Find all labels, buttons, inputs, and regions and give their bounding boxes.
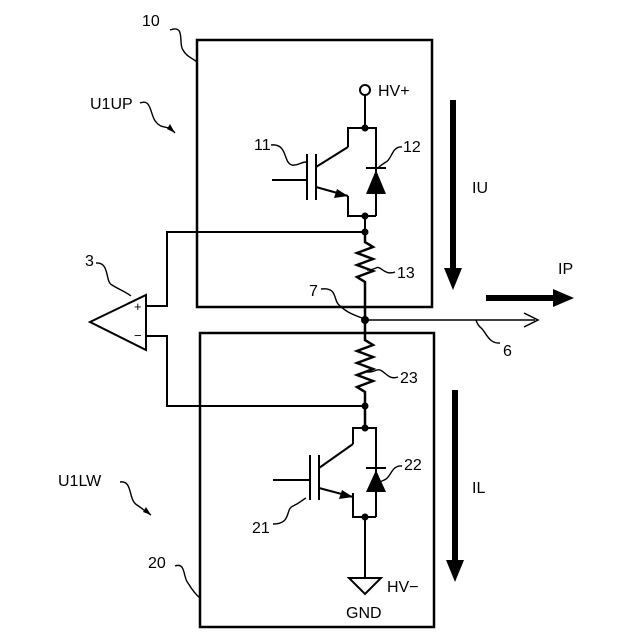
label-23: 23 [400, 370, 418, 387]
upper-collector-wire [348, 95, 376, 168]
label-il: IL [472, 480, 485, 497]
label-11: 11 [254, 137, 271, 154]
label-hv-plus: HV+ [378, 83, 410, 100]
arrow-ip [486, 289, 574, 307]
leader-10 [170, 29, 197, 62]
arrow-iu [444, 100, 462, 290]
amp-minus-wire [146, 336, 365, 406]
label-hv-minus: HV− [387, 579, 419, 596]
leader-21 [273, 498, 306, 524]
label-20: 20 [148, 555, 166, 572]
leader-20 [175, 565, 200, 598]
label-7: 7 [309, 283, 318, 300]
label-10: 10 [142, 13, 160, 30]
leader-23 [367, 370, 398, 378]
label-12: 12 [403, 139, 421, 156]
leader-12 [378, 147, 402, 168]
lower-emitter-wire [353, 492, 376, 578]
label-3: 3 [85, 253, 94, 270]
lower-igbt-icon [273, 444, 353, 500]
amp-plus-sign: + [134, 299, 142, 314]
label-6: 6 [503, 343, 512, 360]
label-iu: IU [472, 180, 488, 197]
label-u1up: U1UP [90, 96, 133, 113]
leader-3 [96, 263, 131, 296]
upper-emitter-wire [348, 190, 376, 232]
label-22: 22 [404, 457, 422, 474]
hv-plus-terminal [360, 85, 370, 95]
amp-plus-wire [146, 232, 365, 306]
arrow-il [446, 390, 464, 582]
leader-7 [321, 289, 362, 318]
leader-11 [271, 145, 306, 165]
upper-igbt-icon [272, 147, 348, 200]
label-u1lw: U1LW [58, 473, 102, 490]
leader-6 [476, 320, 500, 343]
ground-icon [349, 578, 381, 594]
label-21: 21 [252, 520, 270, 537]
label-ip: IP [558, 261, 573, 278]
amp-minus-sign: − [134, 328, 142, 343]
label-13: 13 [397, 265, 415, 282]
label-gnd: GND [346, 605, 382, 622]
upper-diode-icon [366, 168, 386, 194]
